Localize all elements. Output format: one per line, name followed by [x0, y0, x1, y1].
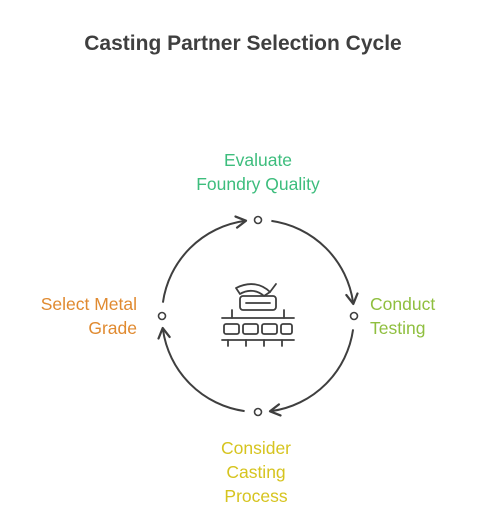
step-label-select-metal-grade: Select Metal Grade	[40, 294, 137, 338]
arc-left-to-top	[161, 215, 248, 303]
node-bottom	[253, 407, 263, 417]
arc-right-to-bottom	[268, 329, 355, 417]
step-label-conduct-testing: Conduct Testing	[370, 294, 436, 338]
arc-top-to-right	[271, 219, 359, 306]
node-top	[253, 215, 263, 225]
step-label-evaluate-foundry-quality: Evaluate Foundry Quality	[196, 150, 320, 194]
node-left	[157, 311, 167, 321]
step-label-consider-casting-process: Consider Casting Process	[220, 438, 292, 506]
node-right	[349, 311, 359, 321]
arc-bottom-to-left	[157, 326, 245, 413]
foundry-machine-icon	[221, 283, 295, 347]
diagram-title: Casting Partner Selection Cycle	[84, 32, 402, 55]
